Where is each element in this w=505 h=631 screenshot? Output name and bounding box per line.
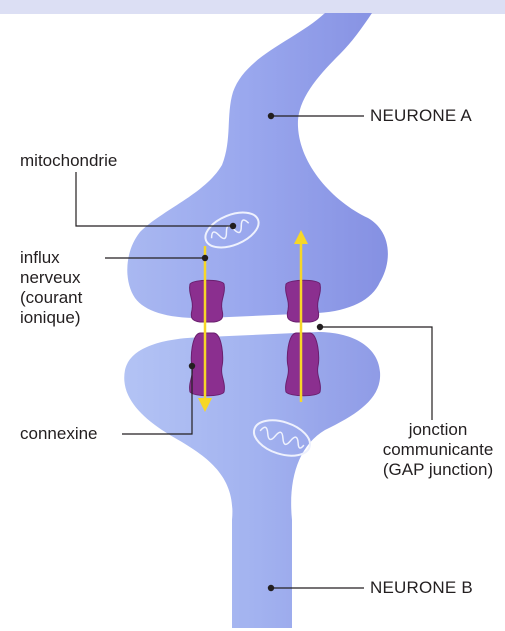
dot-jonction — [317, 324, 323, 330]
label-jonction-line: communicante — [382, 440, 494, 460]
label-jonction-line: jonction — [382, 420, 494, 440]
label-influx-nerveux: influx nerveux (courant ionique) — [20, 248, 82, 328]
label-neurone-b: NEURONE B — [370, 578, 473, 598]
dot-neurone-a — [268, 113, 274, 119]
dot-mitochondrie — [230, 223, 236, 229]
dot-influx — [202, 255, 208, 261]
label-mitochondrie: mitochondrie — [20, 151, 117, 171]
label-influx-line: nerveux — [20, 268, 82, 288]
label-influx-line: ionique) — [20, 308, 82, 328]
label-influx-line: influx — [20, 248, 82, 268]
label-jonction-line: (GAP junction) — [382, 460, 494, 480]
label-neurone-a: NEURONE A — [370, 106, 472, 126]
label-connexine: connexine — [20, 424, 98, 444]
connexin-right — [286, 280, 321, 396]
label-influx-line: (courant — [20, 288, 82, 308]
label-jonction-communicante: jonction communicante (GAP junction) — [382, 420, 494, 480]
neurone-b-shape — [124, 332, 380, 628]
dot-connexine — [189, 363, 195, 369]
dot-neurone-b — [268, 585, 274, 591]
connexin-left — [190, 280, 225, 396]
neurone-a-shape — [127, 13, 388, 318]
